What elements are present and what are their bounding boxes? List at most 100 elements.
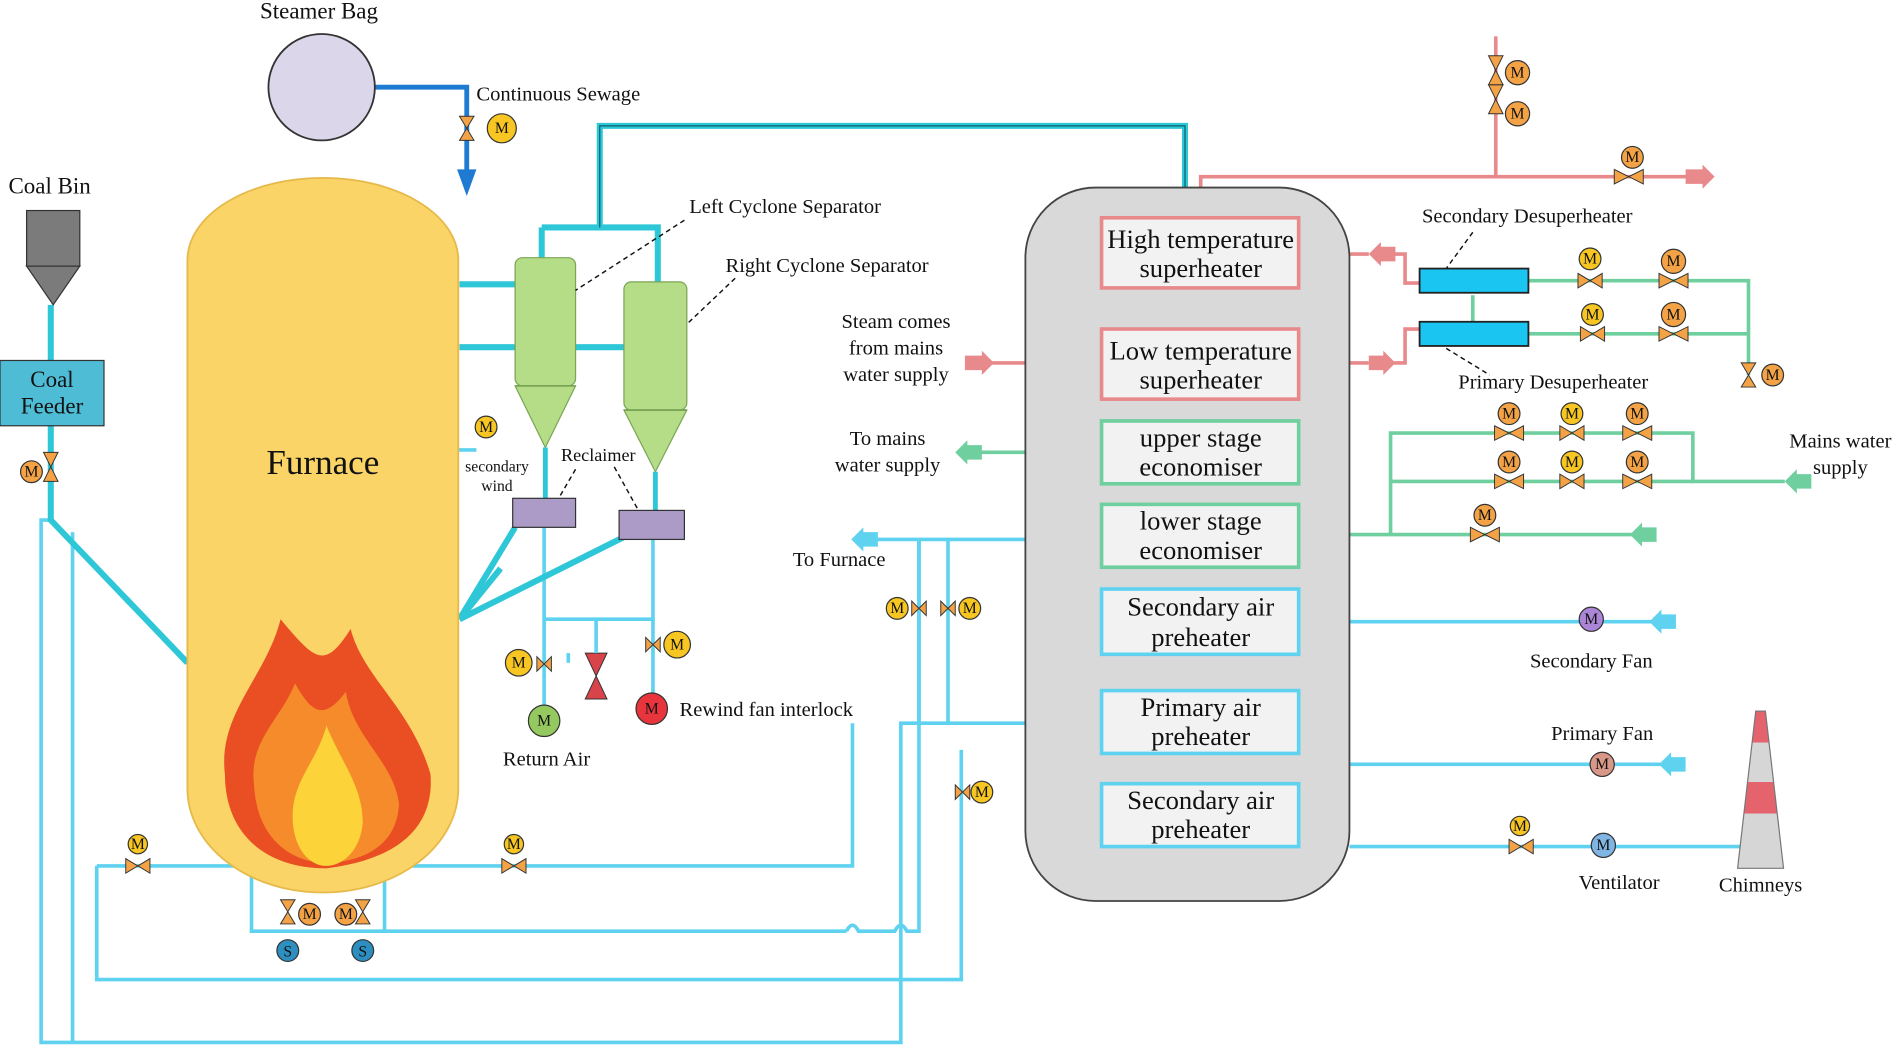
high-temp-superheater-line2: superheater bbox=[1139, 253, 1262, 283]
motor-secondary-desup-2: M bbox=[1660, 248, 1687, 275]
coal-feeder-label-line1: Coal bbox=[30, 367, 73, 392]
motor-secondary-wind-label: M bbox=[479, 419, 493, 436]
reclaimer-right bbox=[618, 509, 686, 541]
motor-return-air-valve-label: M bbox=[512, 655, 526, 672]
flow-arrows bbox=[851, 164, 1812, 777]
motor-water-5-label: M bbox=[1565, 454, 1579, 471]
primary-desuperheater bbox=[1418, 320, 1530, 347]
motor-continuous-sewage-label: M bbox=[495, 120, 509, 137]
motor-water-1: M bbox=[1497, 402, 1521, 426]
motor-secondary-fan: M bbox=[1578, 606, 1604, 632]
steam-from-mains-line3: water supply bbox=[843, 364, 949, 386]
primary-fan-label: Primary Fan bbox=[1551, 723, 1653, 745]
motor-steam-top-1-label: M bbox=[1511, 65, 1525, 82]
to-mains-water-line2: water supply bbox=[835, 455, 941, 477]
motor-ventilator-valve: M bbox=[1509, 815, 1531, 837]
rewind-fan-label: Rewind fan interlock bbox=[680, 699, 854, 721]
motor-primary-desup-1-label: M bbox=[1586, 306, 1600, 323]
chimney bbox=[1736, 710, 1785, 869]
motor-steam-top-2: M bbox=[1504, 101, 1531, 127]
chimneys-label: Chimneys bbox=[1719, 874, 1802, 896]
motor-air-left: M bbox=[127, 833, 149, 855]
motor-steam-outlet-label: M bbox=[1625, 149, 1639, 166]
motor-to-furnace-right-label: M bbox=[963, 600, 977, 617]
secondary-air-preheater-2-line1: Secondary air bbox=[1127, 785, 1274, 815]
flame-icon bbox=[224, 619, 431, 869]
motor-sensor-left-label: M bbox=[303, 906, 317, 923]
left-cyclone-label: Left Cyclone Separator bbox=[689, 196, 881, 218]
motor-water-1-label: M bbox=[1502, 406, 1516, 423]
right-cyclone-label: Right Cyclone Separator bbox=[726, 255, 929, 277]
motor-air-mid: M bbox=[503, 833, 525, 855]
motor-sensor-right-label: M bbox=[339, 906, 353, 923]
motor-water-3: M bbox=[1625, 402, 1649, 426]
motor-steam-top-1: M bbox=[1504, 59, 1531, 86]
sewage-line bbox=[374, 84, 470, 176]
coal-feeder bbox=[0, 359, 105, 427]
sewage-arrow bbox=[457, 169, 477, 197]
motor-water-4-label: M bbox=[1502, 454, 1516, 471]
motor-sensor-left: M bbox=[298, 902, 322, 926]
primary-air-preheater-box: Primary air preheater bbox=[1099, 688, 1301, 756]
motor-to-furnace-left: M bbox=[885, 596, 909, 620]
reclaimer-label: Reclaimer bbox=[561, 445, 635, 465]
furnace-label: Furnace bbox=[266, 443, 379, 482]
motor-water-2: M bbox=[1560, 402, 1584, 426]
mains-water-supply-line2: supply bbox=[1813, 457, 1869, 479]
coal-feeder-label-line2: Feeder bbox=[21, 394, 84, 419]
motor-coal-feeder-label: M bbox=[24, 464, 38, 481]
high-temp-superheater-line1: High temperature bbox=[1107, 224, 1294, 254]
motor-air-mid-label: M bbox=[507, 836, 521, 853]
primary-air-preheater-line2: preheater bbox=[1151, 721, 1250, 751]
low-temp-superheater-box: Low temperature superheater bbox=[1099, 327, 1301, 401]
motor-secondary-desup-1-label: M bbox=[1583, 251, 1597, 268]
leader-lines bbox=[558, 219, 1491, 511]
motor-primary-air: M bbox=[970, 780, 994, 804]
steamer-bag-label: Steamer Bag bbox=[260, 0, 379, 23]
sensor-s-right: S bbox=[351, 939, 375, 963]
motor-water-6: M bbox=[1625, 450, 1649, 474]
motor-continuous-sewage: M bbox=[486, 113, 517, 144]
motor-ventilator-valve-label: M bbox=[1513, 818, 1527, 835]
motor-sensor-right: M bbox=[334, 902, 358, 926]
motor-rewind-fan-label: M bbox=[645, 701, 659, 718]
motor-ventilator-label: M bbox=[1596, 837, 1610, 854]
right-cyclone-separator bbox=[622, 281, 688, 474]
motor-air-left-label: M bbox=[131, 836, 145, 853]
motor-desup-drain-label: M bbox=[1766, 367, 1780, 384]
motor-desup-drain: M bbox=[1761, 363, 1785, 387]
motor-secondary-desup-1: M bbox=[1578, 247, 1602, 271]
secondary-wind-label-line2: wind bbox=[481, 478, 513, 495]
motor-rewind-valve-label: M bbox=[670, 636, 684, 653]
motor-rewind-valve: M bbox=[663, 630, 692, 659]
motor-primary-desup-1: M bbox=[1581, 303, 1604, 327]
motor-ventilator: M bbox=[1590, 832, 1617, 859]
motor-water-6-label: M bbox=[1630, 454, 1644, 471]
motor-water-4: M bbox=[1497, 450, 1521, 474]
motor-primary-fan-label: M bbox=[1595, 756, 1609, 773]
motor-water-5: M bbox=[1560, 450, 1584, 474]
high-temp-superheater-box: High temperature superheater bbox=[1099, 215, 1301, 290]
motor-rewind-fan: M bbox=[635, 692, 669, 726]
motor-steam-outlet: M bbox=[1620, 145, 1644, 169]
mains-water-supply-line1: Mains water bbox=[1789, 431, 1891, 453]
low-temp-superheater-line2: superheater bbox=[1139, 364, 1262, 394]
left-cyclone-separator bbox=[514, 257, 577, 449]
secondary-desuperheater bbox=[1418, 267, 1530, 294]
lower-economiser-box: lower stage economiser bbox=[1099, 502, 1301, 570]
motor-primary-desup-2-label: M bbox=[1667, 306, 1681, 323]
motor-coal-feeder: M bbox=[19, 460, 43, 484]
motor-water-7-label: M bbox=[1478, 507, 1492, 524]
valves bbox=[42, 55, 1757, 925]
upper-economiser-box: upper stage economiser bbox=[1099, 419, 1301, 486]
motor-return-air-fan: M bbox=[527, 704, 561, 738]
motor-return-air-valve: M bbox=[504, 648, 533, 677]
steam-from-mains-line2: from mains bbox=[849, 337, 943, 359]
reclaimer-left bbox=[512, 497, 577, 528]
motor-to-furnace-right: M bbox=[958, 596, 982, 620]
motor-secondary-fan-label: M bbox=[1584, 611, 1598, 628]
upper-economiser-line1: upper stage bbox=[1140, 422, 1262, 452]
primary-desuperheater-label: Primary Desuperheater bbox=[1458, 371, 1648, 393]
low-temp-superheater-line1: Low temperature bbox=[1110, 335, 1292, 365]
secondary-desuperheater-label: Secondary Desuperheater bbox=[1422, 206, 1633, 228]
